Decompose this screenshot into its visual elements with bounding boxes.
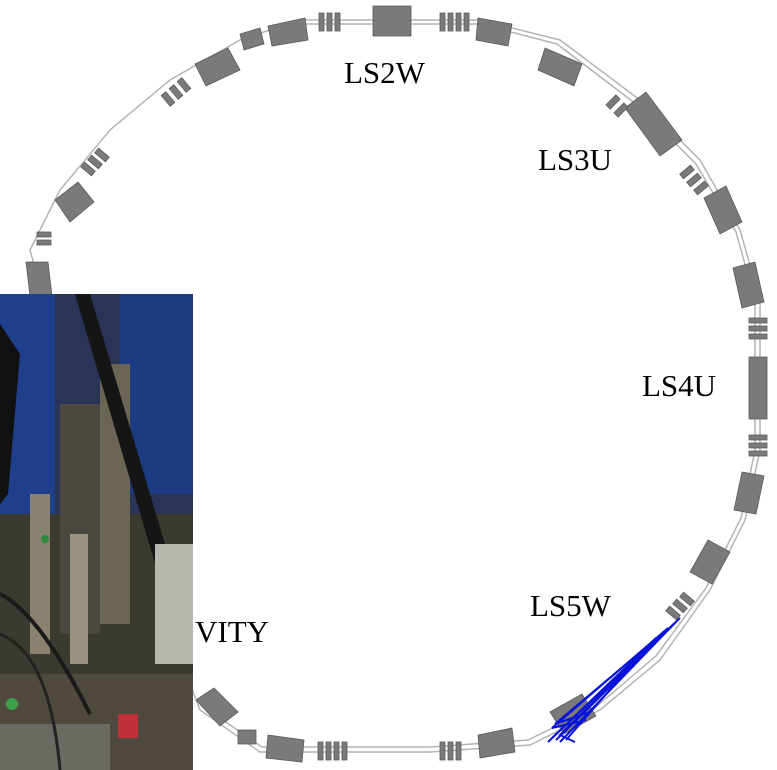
bend-magnet (195, 687, 239, 727)
quadrupole-group (36, 231, 52, 246)
label-ls5w: LS5W (530, 588, 611, 623)
bend-magnet (265, 734, 305, 763)
label-ls2w: LS2W (344, 55, 425, 90)
dipole-magnet (237, 729, 257, 745)
label-ls3u: LS3U (538, 142, 613, 177)
bend-magnet (239, 27, 265, 51)
quadrupole-group (605, 94, 709, 196)
dipole-magnet (372, 5, 412, 37)
bend-magnet (624, 91, 683, 157)
magnet-lattice (25, 5, 768, 763)
beam-trajectory (547, 617, 681, 743)
bend-magnet (267, 17, 309, 47)
quadrupole-group (748, 317, 768, 457)
equipment-photo (0, 294, 193, 770)
photo-inset (0, 294, 193, 770)
bend-magnet (194, 47, 241, 87)
quadrupole-group (665, 591, 695, 621)
label-ls4u: LS4U (642, 368, 717, 403)
bend-magnet (689, 539, 731, 585)
bend-magnet (537, 47, 583, 87)
quadrupole-group (80, 77, 192, 177)
quadrupole-group (318, 12, 470, 32)
bend-magnet (25, 261, 53, 297)
dipole-magnet (748, 356, 768, 420)
bend-magnet (477, 727, 516, 759)
bend-magnet (732, 261, 765, 309)
bend-magnet (54, 181, 95, 223)
bend-magnet (733, 471, 765, 515)
quadrupole-group (317, 741, 462, 761)
bend-magnet (475, 17, 513, 47)
label-cavity: VITY (195, 614, 270, 649)
bend-magnet (703, 185, 743, 235)
